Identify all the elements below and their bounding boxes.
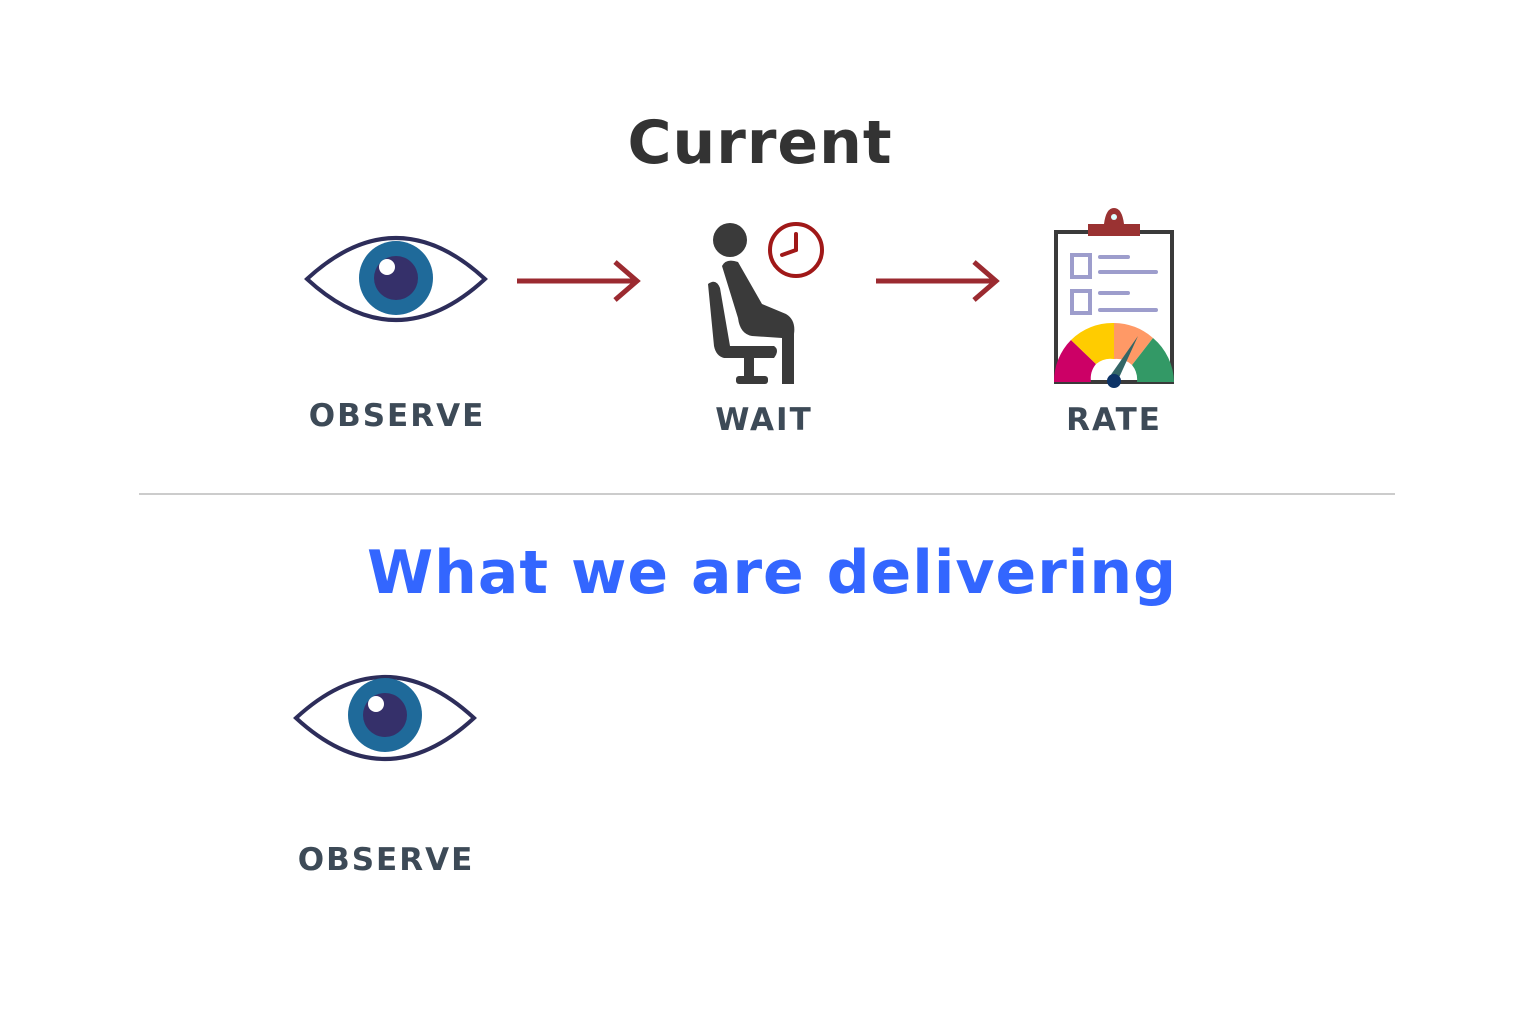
current-title: Current (627, 108, 893, 178)
clock-icon (768, 222, 824, 278)
gauge-icon (1053, 322, 1174, 388)
clipboard-gauge-icon (1053, 208, 1174, 388)
eye-icon (304, 236, 488, 322)
step-label: WAIT (715, 402, 813, 438)
step-label: OBSERVE (297, 842, 475, 878)
step-label: RATE (1066, 402, 1162, 438)
section-divider (139, 493, 1395, 495)
step-label: OBSERVE (308, 398, 486, 434)
arrow-right-icon (876, 260, 1000, 302)
delivering-title: What we are delivering (366, 538, 1178, 608)
eye-icon (293, 675, 477, 761)
arrow-right-icon (517, 260, 641, 302)
waiting-person-clock-icon (708, 222, 824, 384)
person-icon (708, 223, 795, 384)
